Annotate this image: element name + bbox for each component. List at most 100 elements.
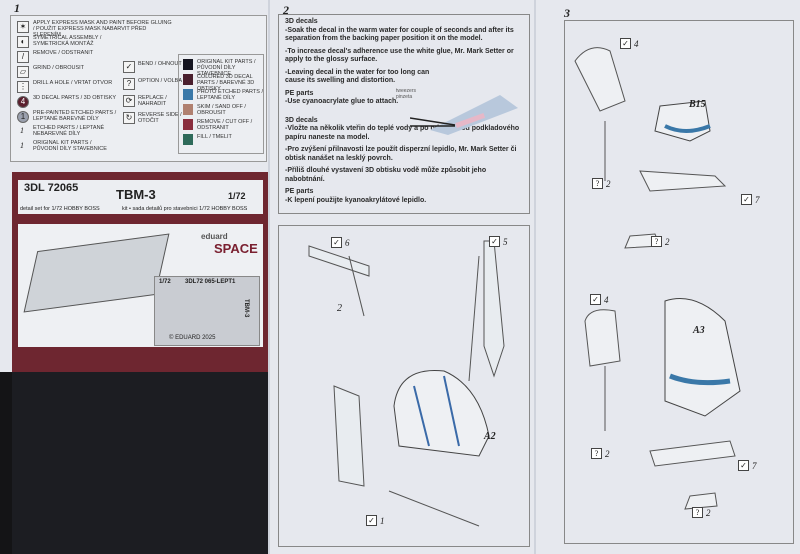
legend-icon: ✓ — [123, 61, 135, 73]
tweezers-label: tweezers pinzeta — [396, 88, 417, 100]
part-number: 7 — [752, 460, 757, 471]
legend-label: REMOVE / ODSTRANIT — [33, 50, 94, 56]
legend-label: ETCHED PARTS / LEPTANÉ NEBAREVNÉ DÍLY — [33, 125, 105, 137]
legend-icon: ✶ — [17, 21, 29, 33]
instruction-text: -Use cyanoacrylate glue to attach. — [285, 98, 399, 105]
color-key: ORIGINAL KIT PARTS / PŮVODNÍ DÍLY STAVEB… — [178, 54, 264, 154]
color-label: PHOTO ETCHED PARTS / LEPTANÉ DÍLY — [197, 89, 264, 101]
legend-icon: 4 — [17, 96, 29, 108]
page-1: 1 ✶ APPLY EXPRESS MASK AND PAINT BEFORE G… — [0, 0, 268, 372]
product-image: eduard SPACE 1/72 3DL72 065-LEPT1 TBM-3 … — [18, 224, 263, 347]
part-number: 2 — [706, 507, 711, 518]
legend-label: GRIND / OBROUSIT — [33, 65, 85, 71]
fret-drawing: 1/72 3DL72 065-LEPT1 TBM-3 © EDUARD 2025 — [154, 276, 260, 346]
color-label: SKIM / SAND OFF / OBROUSIT — [197, 104, 246, 116]
option-icon: ? — [651, 236, 662, 247]
page-3: 3 ✓4 B15 ?2 ✓7 ?2 ✓4 A3 ?2 ✓7 ?2 — [536, 0, 800, 554]
color-label: COLORED 3D DECAL PARTS / BAREVNÉ 3D OBTI… — [197, 74, 255, 92]
legend-label: APPLY EXPRESS MASK AND PAINT BEFORE GLUI… — [33, 20, 172, 38]
part-number: 6 — [345, 237, 350, 248]
bend-icon: ✓ — [590, 294, 601, 305]
instruction-text: -Soak the decal in the warm water for co… — [285, 26, 514, 43]
legend-icon: ? — [123, 78, 135, 90]
legend-icon: ◐ — [17, 36, 29, 48]
part-a3: A3 — [693, 325, 705, 336]
instructions-box: 3D decals-Soak the decal in the warm wat… — [278, 14, 530, 214]
bend-icon: ✓ — [489, 236, 500, 247]
callout-option-2: ?2 — [592, 178, 611, 189]
bend-icon: ✓ — [741, 194, 752, 205]
callout-bend-4: ✓4 — [590, 294, 609, 305]
part-number: 5 — [503, 236, 508, 247]
instruction-text: -Pro zvýšení přilnavosti lze použít disp… — [285, 146, 517, 162]
legend-label: REPLACE / NAHRADIT — [138, 95, 167, 107]
page-number: 3 — [564, 6, 570, 20]
subtitle-en: detail set for 1/72 HOBBY BOSS — [20, 206, 100, 212]
option-icon: ? — [592, 178, 603, 189]
fret-photo — [23, 233, 170, 313]
callout-option-2: ?2 — [651, 236, 670, 247]
color-swatch — [183, 119, 193, 130]
instruction-paragraph: -Příliš dlouhé vystavení 3D obtisku vodě… — [285, 167, 523, 184]
part-number: 7 — [755, 194, 760, 205]
fret-name: TBM-3 — [243, 299, 249, 318]
legend-icon: ⋮ — [17, 81, 29, 93]
instruction-heading: 3D decals — [285, 116, 318, 124]
legend-label: SYMETRICAL ASSEMBLY / SYMETRICKÁ MONTÁŽ — [33, 35, 102, 47]
instruction-text: -Příliš dlouhé vystavení 3D obtisku vodě… — [285, 167, 487, 183]
tweezers-illustration — [410, 95, 518, 135]
color-swatch — [183, 89, 193, 100]
instruction-paragraph: 3D decals-Vložte na několik vteřin do te… — [285, 117, 523, 143]
brand-space: SPACE — [214, 241, 258, 256]
product-code: 3DL 72065 — [24, 182, 79, 194]
option-icon: ? — [692, 507, 703, 518]
instruction-heading: 3D decals — [285, 18, 318, 25]
legend-icon: 1 — [20, 126, 24, 135]
bend-icon: ✓ — [331, 237, 342, 248]
color-swatch — [183, 74, 193, 85]
legend-icon: ▱ — [17, 66, 29, 78]
fret-scale: 1/72 — [159, 279, 171, 285]
callout-bend-4: ✓4 — [620, 38, 639, 49]
bend-icon: ✓ — [366, 515, 377, 526]
page-2: 2 3D decals-Soak the decal in the warm w… — [270, 0, 534, 554]
instruction-paragraph: -Pro zvýšení přilnavosti lze použít disp… — [285, 146, 523, 163]
color-swatch — [183, 134, 193, 145]
callout-bend-7: ✓7 — [738, 460, 757, 471]
fret-copyright: © EDUARD 2025 — [169, 335, 216, 341]
legend-icon: ↻ — [123, 112, 135, 124]
fret-code: 3DL72 065-LEPT1 — [185, 279, 236, 285]
product-banner: 3DL 72065 TBM-3 1/72 detail set for 1/72… — [12, 172, 268, 372]
legend-icon: 1 — [17, 111, 29, 123]
color-swatch — [183, 104, 193, 115]
callout-bend-1: ✓1 — [366, 515, 385, 526]
callout-bend-6: ✓6 — [331, 237, 350, 248]
part-b15: B15 — [689, 99, 706, 110]
legend-label: OPTION / VOLBA — [138, 78, 183, 84]
callout-bend-5: ✓5 — [489, 236, 508, 247]
legend-box: ✶ APPLY EXPRESS MASK AND PAINT BEFORE GLU… — [10, 15, 267, 162]
color-label: ORIGINAL KIT PARTS / PŮVODNÍ DÍLY STAVEB… — [197, 59, 256, 77]
subtitle-cz: kit • sada detailů pro stavebnici 1/72 H… — [122, 206, 248, 212]
product-scale: 1/72 — [228, 191, 246, 201]
instruction-heading: PE parts — [285, 89, 314, 97]
color-swatch — [183, 59, 193, 70]
legend-label: DRILL A HOLE / VRTAT OTVOR — [33, 80, 113, 86]
brand-eduard: eduard — [201, 232, 228, 241]
color-label: FILL / TMELIT — [197, 134, 232, 140]
page-number: 1 — [14, 1, 20, 15]
seat-diagram — [308, 240, 505, 527]
option-icon: ? — [591, 448, 602, 459]
legend-label: BEND / OHNOUT — [138, 61, 182, 67]
part-2: 2 — [337, 303, 342, 314]
part-number: 4 — [634, 38, 639, 49]
part-number: 2 — [606, 178, 611, 189]
legend-label: 3D DECAL PARTS / 3D OBTISKY — [33, 95, 117, 101]
diagram-box: ✓6 ✓5 2 A2 ✓1 — [278, 225, 530, 547]
part-number: 4 — [604, 294, 609, 305]
legend-icon: 1 — [20, 141, 24, 150]
instruction-paragraph: PE parts-K lepení použijte kyanoakryláto… — [285, 188, 523, 205]
callout-option-2: ?2 — [591, 448, 610, 459]
diagram-box: ✓4 B15 ?2 ✓7 ?2 ✓4 A3 ?2 ✓7 ?2 — [564, 20, 794, 544]
bend-icon: ✓ — [738, 460, 749, 471]
